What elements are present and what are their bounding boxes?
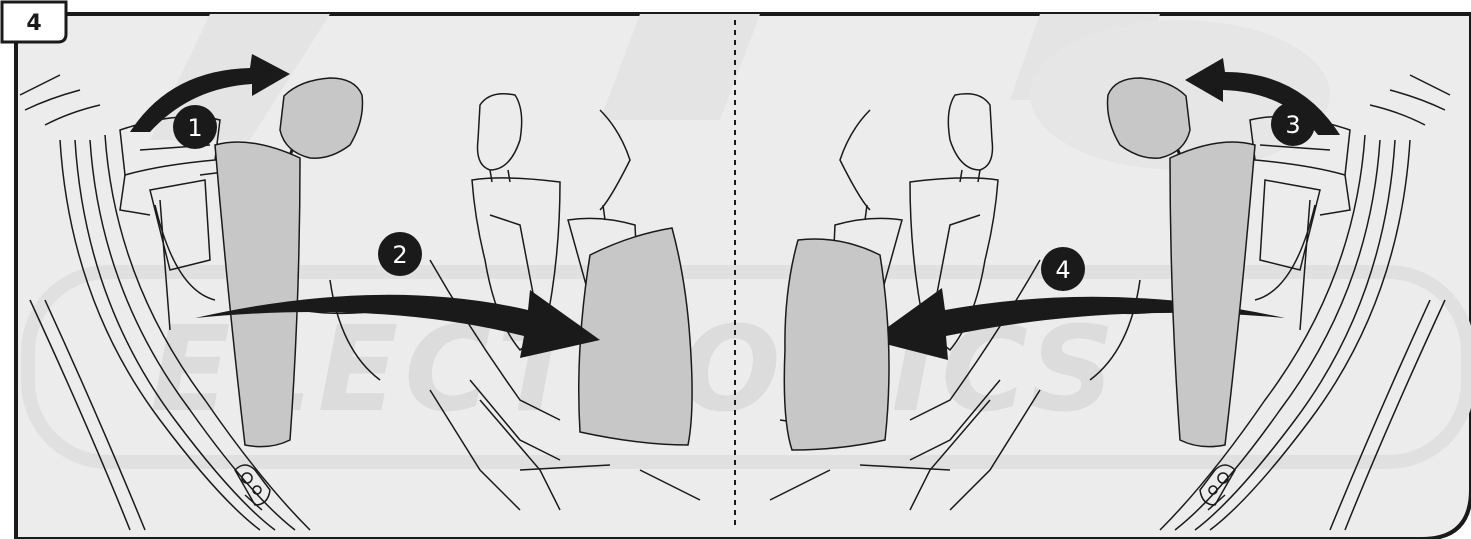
step-marker-2: 2 (378, 232, 422, 276)
svg-text:3: 3 (1285, 111, 1300, 139)
step-marker-1: 1 (173, 105, 217, 149)
svg-text:1: 1 (187, 114, 202, 142)
step-number: 4 (26, 11, 41, 36)
step-number-tab: 4 (2, 2, 66, 42)
svg-text:4: 4 (1055, 256, 1070, 284)
seat-cover-icon (784, 239, 889, 450)
step-marker-3: 3 (1271, 102, 1315, 146)
seat-cover-icon (579, 228, 692, 445)
svg-text:2: 2 (392, 241, 407, 269)
step-marker-4: 4 (1041, 247, 1085, 291)
